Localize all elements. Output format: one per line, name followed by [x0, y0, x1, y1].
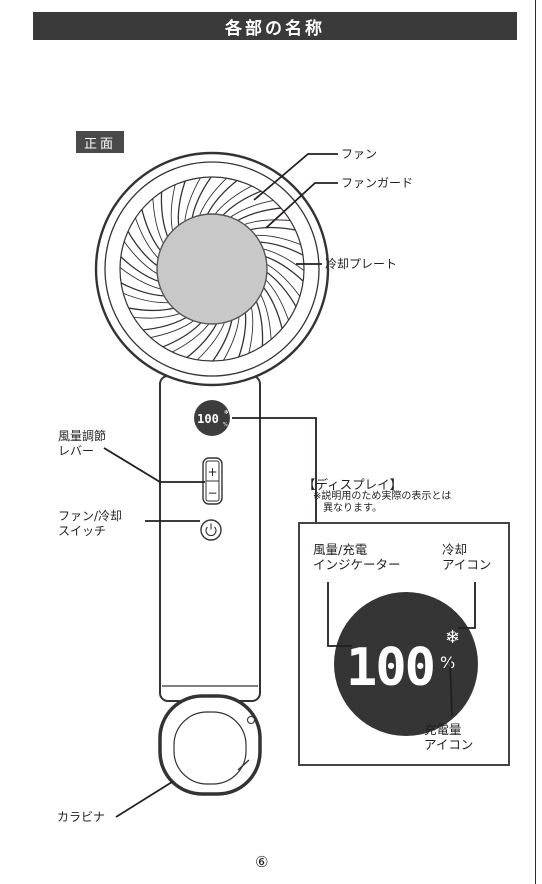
fan-blade-ring [119, 176, 305, 362]
handle-display [194, 400, 230, 436]
section-title: 各部の名称 [225, 18, 325, 39]
large-display-snow-icon: ❄ [445, 627, 460, 648]
section-title-bar: 各部の名称 [33, 12, 517, 40]
page-right-border [535, 0, 536, 884]
power-switch [200, 519, 222, 541]
display-leader-lines [327, 582, 476, 717]
carabiner-gate-pin [246, 715, 256, 725]
lever-minus: − [207, 486, 217, 500]
carabiner-opening [173, 711, 247, 785]
large-display [334, 592, 478, 736]
large-display-percent: % [440, 653, 455, 672]
label-fan-guard: ファンガード [341, 176, 414, 190]
label-airflow-charge-indicator: 風量/充電 インジケーター [313, 542, 401, 572]
label-charge-icon: 充電量 アイコン [424, 722, 474, 752]
label-cooling-plate: 冷却プレート [325, 257, 398, 271]
page-number: ⑥ [255, 853, 269, 871]
leader-lines [103, 153, 338, 818]
label-fan: ファン [341, 147, 378, 161]
handle-display-percent: % [223, 422, 228, 428]
label-carabiner: カラビナ [57, 810, 106, 824]
handle-display-snow-icon: ❄ [224, 409, 229, 416]
label-airflow-lever: 風量調節 レバー [58, 429, 107, 458]
handle-display-readout: 100 [197, 412, 219, 426]
lever-plus: + [207, 465, 217, 479]
label-cool-icon: 冷却 アイコン [442, 542, 492, 572]
display-heading: 【ディスプレイ】 [303, 477, 403, 492]
label-fan-cool-switch: ファン/冷却 スイッチ [58, 509, 123, 538]
front-view-tag: 正面 [76, 131, 124, 153]
display-detail-panel [298, 522, 510, 766]
cooling-plate [156, 213, 268, 325]
display-note: ※説明用のため実際の表示とは 異なります。 [313, 491, 452, 514]
power-icon [205, 526, 217, 537]
large-display-readout: 100 [346, 638, 434, 698]
